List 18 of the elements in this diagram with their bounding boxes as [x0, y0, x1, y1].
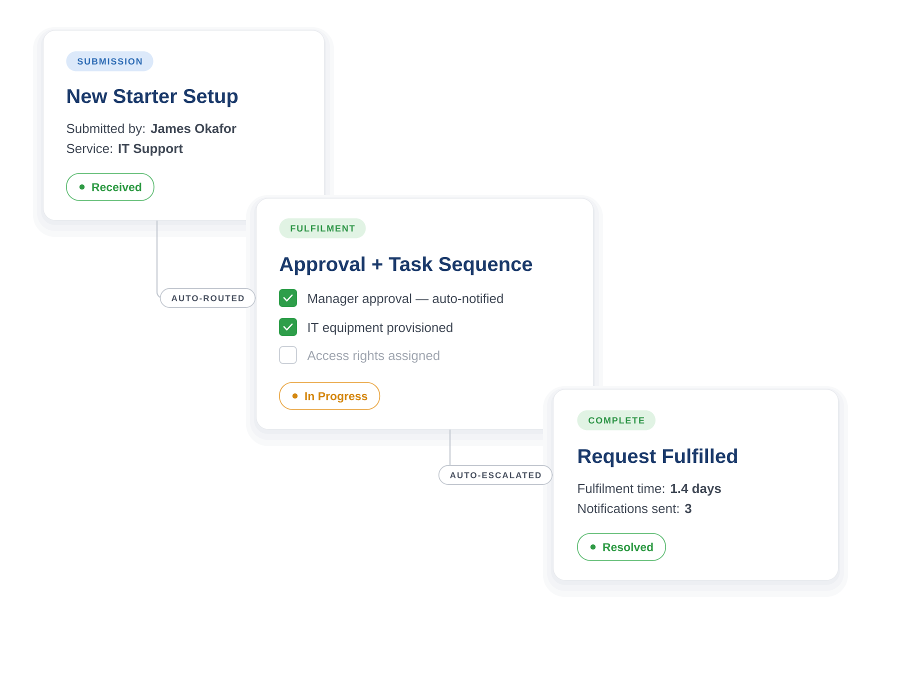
checklist-item: Manager approval — auto-notified [308, 294, 503, 306]
detail-text: Notifications sent: 3 [578, 504, 692, 514]
badge: COMPLETE [577, 410, 656, 430]
checklist-item: IT equipment provisioned [308, 322, 452, 335]
badge: FULFILMENT [279, 218, 366, 238]
detail-text: Submitted by: James Okafor [66, 124, 236, 136]
card-title: Request Fulfilled [578, 448, 737, 468]
checklist-item: Access rights assigned [307, 350, 440, 363]
edge-label: AUTO-ROUTED [160, 288, 256, 308]
status-pill: Resolved [577, 533, 666, 561]
badge: SUBMISSION [66, 51, 154, 72]
edge-label: AUTO-ESCALATED [438, 465, 553, 485]
status-pill: In Progress [279, 382, 380, 410]
card-title: Approval + Task Sequence [280, 256, 532, 276]
detail-text: Fulfilment time: 1.4 days [578, 484, 721, 496]
status-pill: Received [66, 173, 154, 201]
detail-text: Service: IT Support [66, 144, 183, 156]
card-title: New Starter Setup [68, 89, 238, 108]
